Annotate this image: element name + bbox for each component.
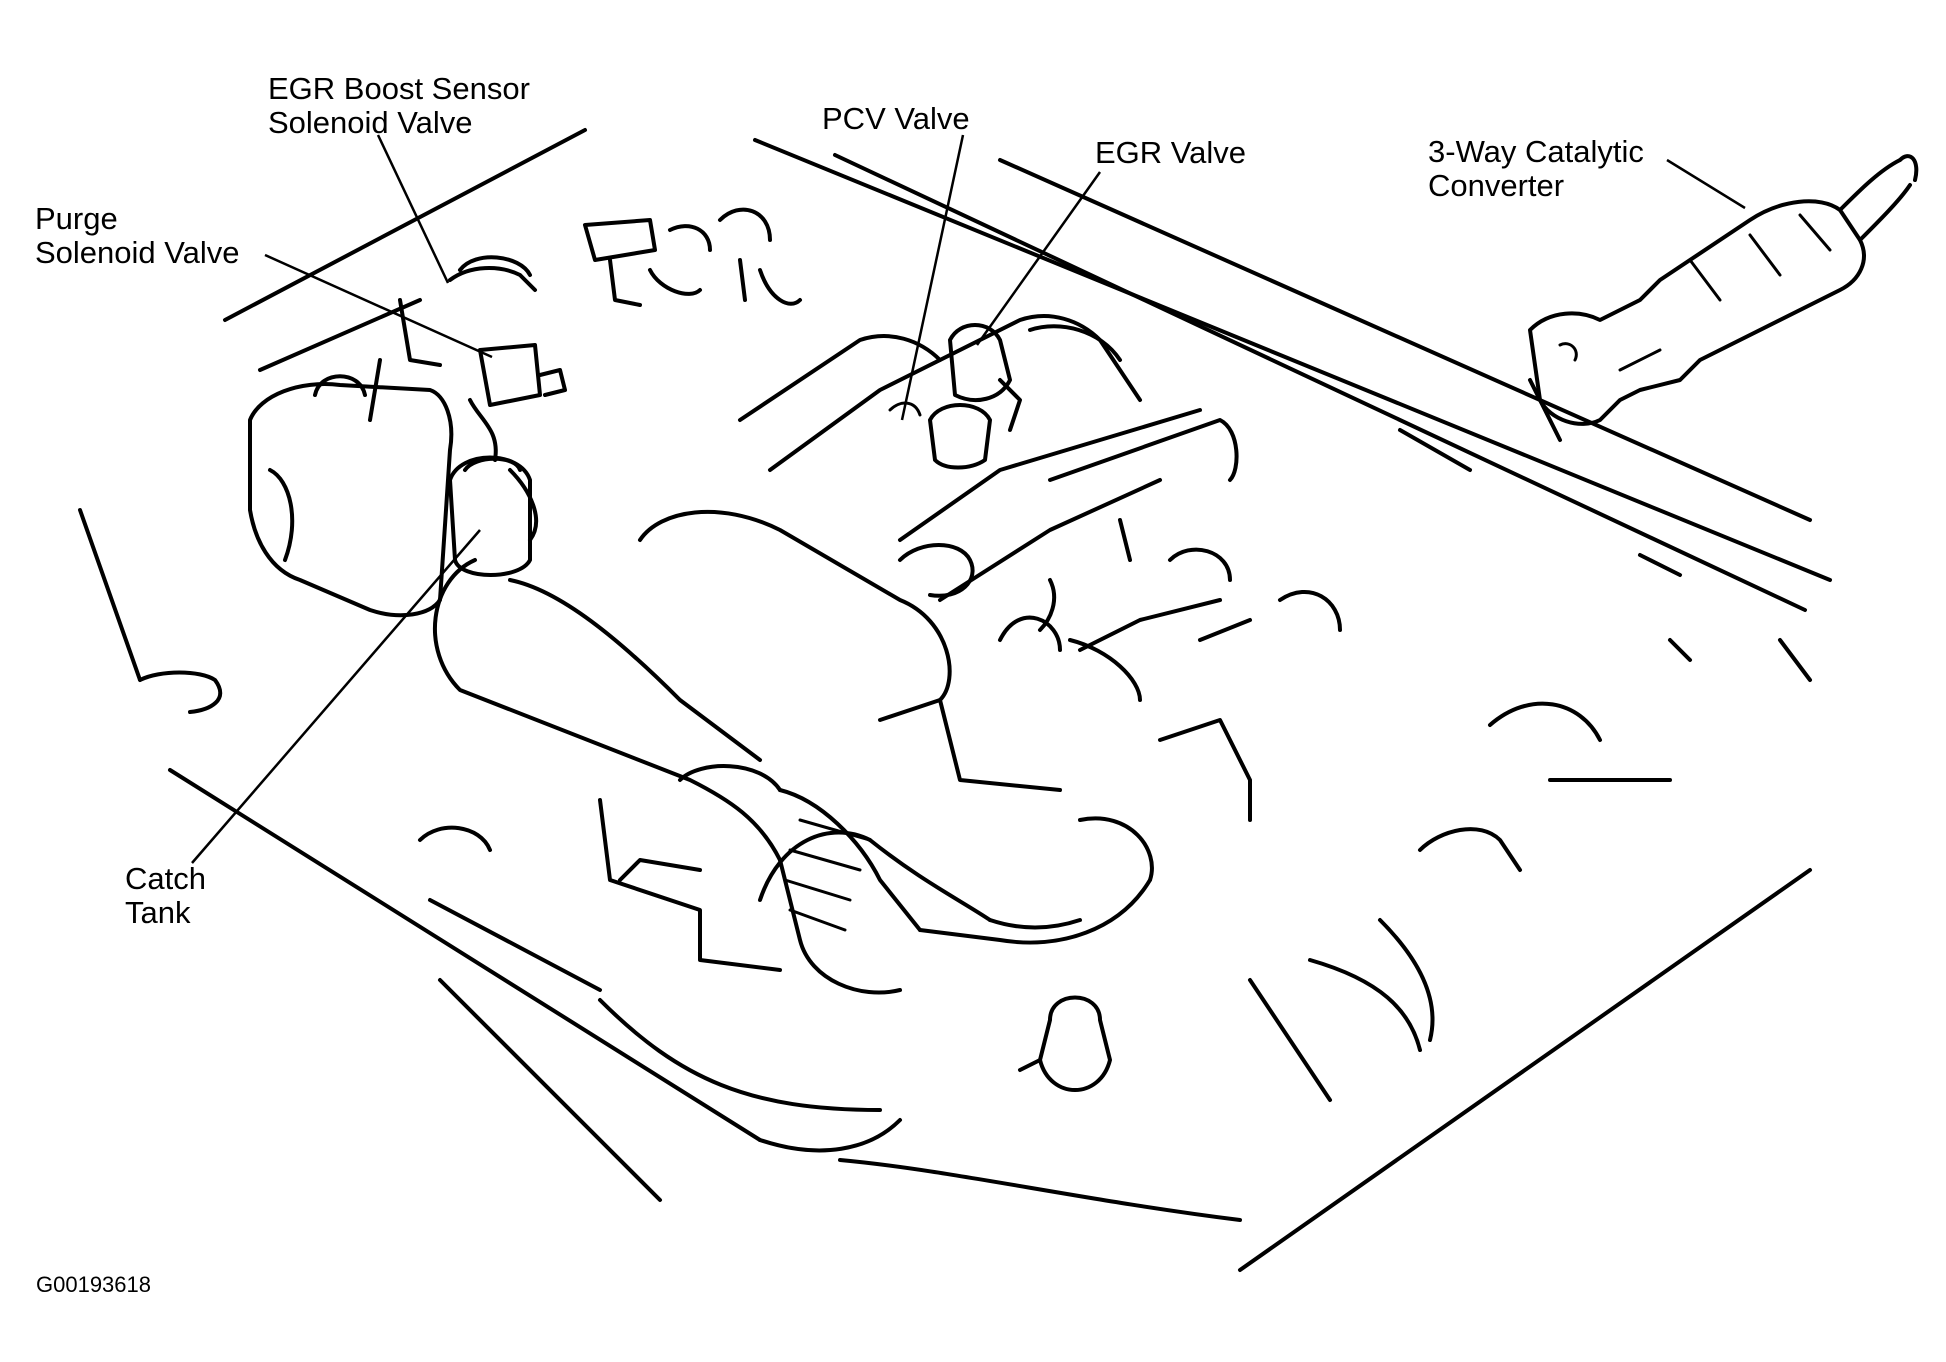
label-line: EGR Boost Sensor bbox=[268, 71, 530, 106]
catalytic-converter bbox=[1528, 154, 1919, 442]
leader-purge-solenoid bbox=[264, 253, 493, 359]
label-line: Solenoid Valve bbox=[35, 235, 240, 270]
label-catch-tank: Catch Tank bbox=[125, 862, 206, 930]
label-line: Tank bbox=[125, 895, 191, 930]
label-purge-solenoid-valve: Purge Solenoid Valve bbox=[35, 202, 240, 270]
leader-pcv-valve bbox=[900, 134, 965, 421]
coolant-reservoir bbox=[248, 358, 454, 618]
sensor-cluster bbox=[583, 207, 802, 307]
lower-fittings bbox=[418, 589, 1522, 1102]
body-outline bbox=[78, 128, 1832, 1272]
figure-id: G00193618 bbox=[36, 1272, 151, 1297]
catch-tank-assembly bbox=[398, 255, 567, 577]
leader-egr-valve bbox=[975, 171, 1102, 346]
leader-lines bbox=[191, 134, 1746, 864]
intake-duct bbox=[432, 558, 1154, 995]
leader-egr-boost-sensor bbox=[376, 134, 450, 284]
label-line: Solenoid Valve bbox=[268, 105, 473, 140]
label-line: Purge bbox=[35, 201, 118, 236]
label-3-way-catalytic-converter: 3-Way Catalytic Converter bbox=[1428, 135, 1644, 203]
leader-catch-tank bbox=[191, 529, 481, 864]
label-line: 3-Way Catalytic bbox=[1428, 134, 1644, 169]
leader-catalytic-converter bbox=[1666, 158, 1746, 210]
label-line: Catch bbox=[125, 861, 206, 896]
label-egr-boost-sensor-solenoid-valve: EGR Boost Sensor Solenoid Valve bbox=[268, 72, 530, 140]
label-egr-valve: EGR Valve bbox=[1095, 135, 1247, 170]
engine-block bbox=[638, 314, 1239, 792]
label-line: Converter bbox=[1428, 168, 1565, 203]
label-pcv-valve: PCV Valve bbox=[822, 101, 970, 136]
